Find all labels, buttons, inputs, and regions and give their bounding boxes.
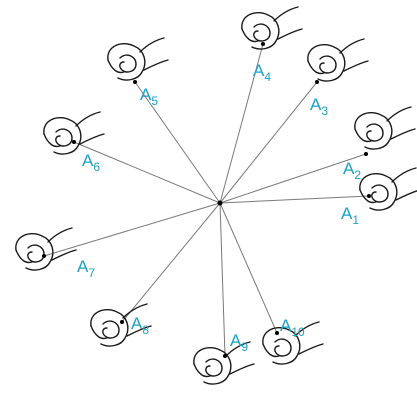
label-a6: A6 [82,152,100,173]
endpoint-dot-a5 [133,80,137,84]
hand-pinch-icon-a6 [44,112,104,154]
hand-pinch-icon-a4 [242,7,302,49]
label-a7: A7 [77,258,95,279]
label-a4: A4 [253,62,271,83]
label-a3: A3 [310,96,328,117]
hand-pinch-icon-a5 [108,38,168,80]
label-a5: A5 [140,86,158,107]
label-a1: A1 [341,205,359,226]
radial-line-a3 [220,82,317,203]
endpoint-dot-a1 [367,194,371,198]
hand-pinch-icon-a2 [355,107,415,149]
endpoint-dot-a9 [223,354,227,358]
radial-line-a10 [220,203,277,333]
label-a9: A9 [230,332,248,353]
radial-line-a7 [44,203,220,256]
hand-pinch-icon-a3 [308,39,368,81]
center-point [218,201,223,206]
endpoint-dot-a4 [261,42,265,46]
endpoint-dot-a6 [72,140,76,144]
endpoint-dot-a10 [275,331,279,335]
endpoint-dot-a8 [120,320,124,324]
radial-line-a1 [220,196,369,203]
label-a8: A8 [131,315,149,336]
hand-pinch-icon-a1 [360,168,417,210]
label-a2: A2 [343,160,361,181]
radial-line-a9 [220,203,225,356]
endpoint-dot-a7 [42,254,46,258]
radial-line-a8 [122,203,220,322]
endpoint-dot-a2 [364,152,368,156]
label-a10: A10 [280,317,305,338]
endpoint-dot-a3 [315,80,319,84]
